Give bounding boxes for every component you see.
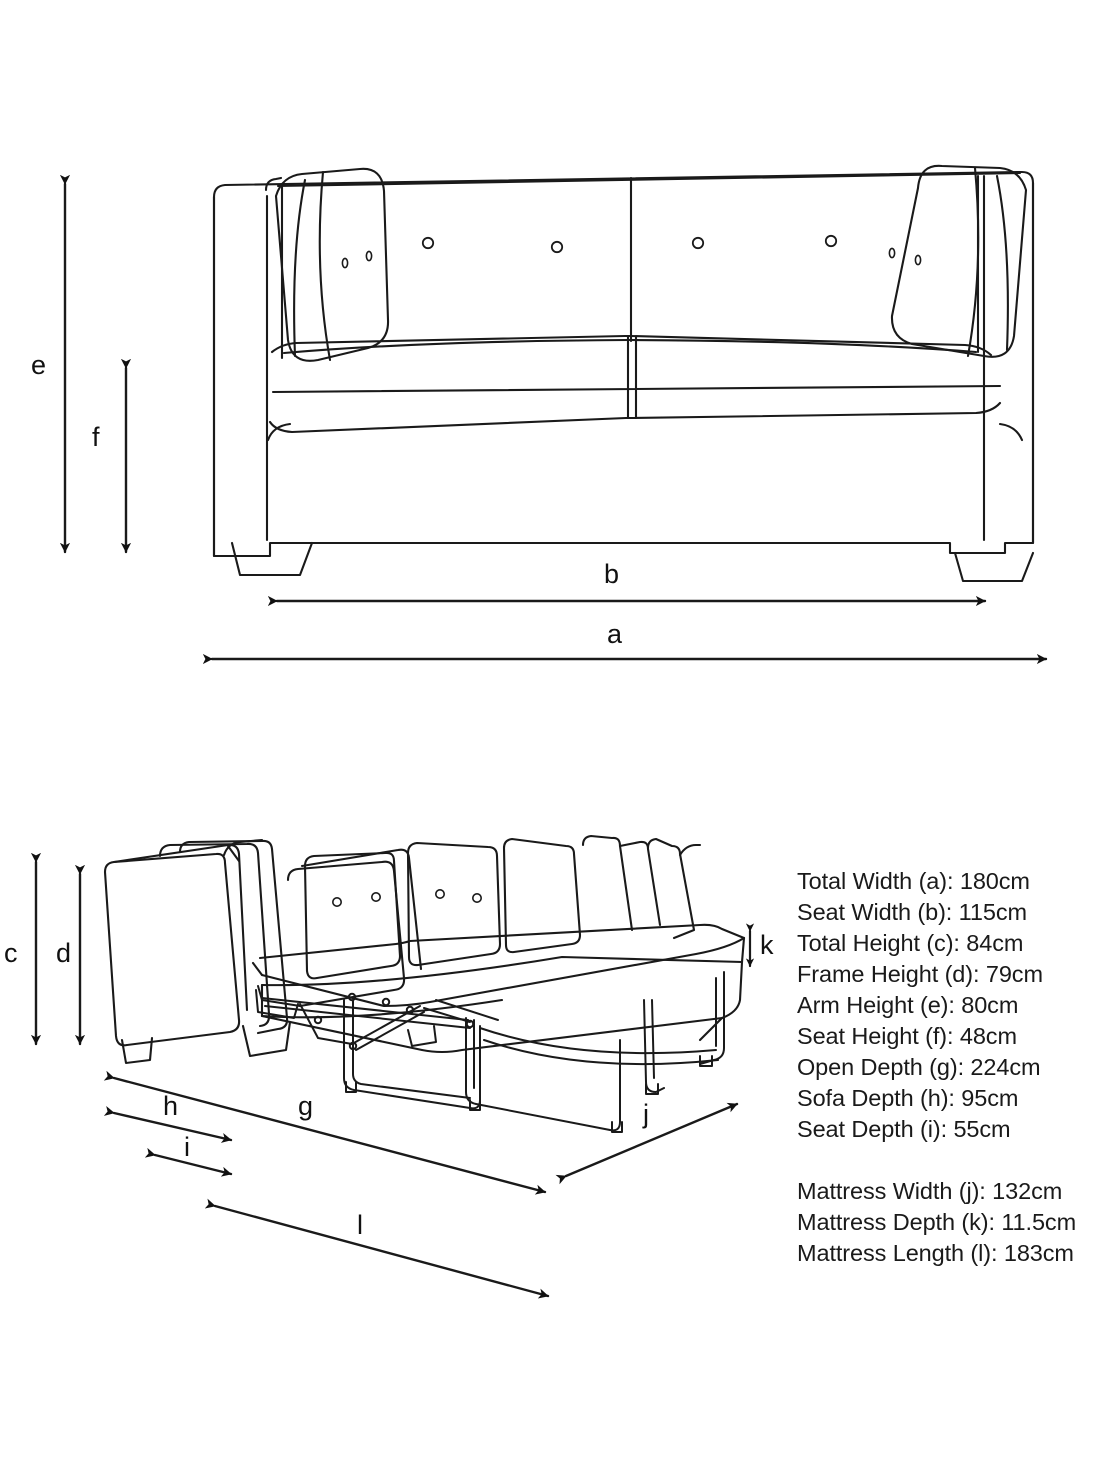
dimension-label-l: l [357,1210,363,1240]
dimension-label-f: f [92,422,100,452]
dimension-label-h: h [163,1091,179,1121]
spec-arm-height: Arm Height (e): 80cm [797,992,1019,1018]
spec-seat-height: Seat Height (f): 48cm [797,1023,1017,1049]
spec-total-width: Total Width (a): 180cm [797,868,1030,894]
dimension-label-k: k [760,930,774,960]
dimension-label-g: g [298,1091,314,1121]
spec-open-depth: Open Depth (g): 224cm [797,1054,1041,1080]
dimension-label-i: i [184,1132,190,1162]
spec-mattress-depth: Mattress Depth (k): 11.5cm [797,1209,1077,1235]
dimension-arrow-l [204,1198,550,1299]
specifications-mattress-list: Mattress Width (j): 132cm Mattress Depth… [797,1176,1076,1269]
sofa-closed-drawing [212,164,1035,583]
spec-frame-height: Frame Height (d): 79cm [797,961,1043,987]
spec-seat-width: Seat Width (b): 115cm [797,899,1027,925]
spec-total-height: Total Height (c): 84cm [797,930,1024,956]
dimension-arrow-i [144,1147,233,1177]
sofa-bed-open-drawing [103,834,746,1133]
dimension-label-a: a [607,619,623,649]
dimension-arrow-j [555,1102,739,1185]
dimension-arrow-g [103,1070,547,1195]
dimension-arrow-h [103,1105,233,1143]
dimension-label-d: d [56,938,72,968]
spec-mattress-length: Mattress Length (l): 183cm [797,1240,1074,1266]
dimension-label-b: b [604,559,620,589]
spec-sofa-depth: Sofa Depth (h): 95cm [797,1085,1019,1111]
dimension-label-e: e [31,350,47,380]
spec-seat-depth: Seat Depth (i): 55cm [797,1116,1011,1142]
dimension-label-j: j [643,1099,649,1129]
dimension-label-c: c [4,938,18,968]
spec-mattress-width: Mattress Width (j): 132cm [797,1178,1063,1204]
specifications-primary-list: Total Width (a): 180cm Seat Width (b): 1… [797,866,1043,1145]
